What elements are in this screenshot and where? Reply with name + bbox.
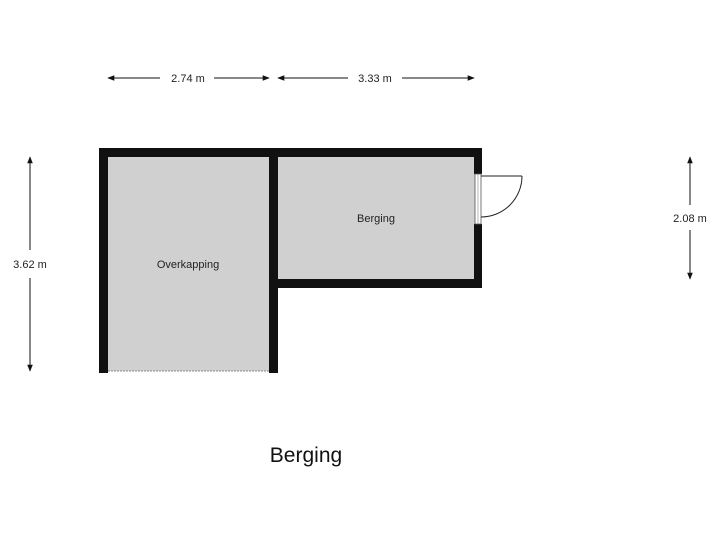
overkapping-floor — [103, 152, 274, 371]
dimension-top-right: 3.33 m — [277, 73, 475, 85]
dimension-right: 2.08 m — [673, 156, 707, 280]
dimension-left: 3.62 m — [13, 156, 47, 372]
room-label-overkapping: Overkapping — [157, 259, 219, 271]
room-label-berging: Berging — [357, 213, 395, 225]
plan-caption: Berging — [269, 444, 343, 467]
dimension-label-right: 2.08 m — [673, 213, 707, 225]
walls — [99, 148, 482, 373]
dimension-label-top-left: 2.74 m — [171, 73, 205, 85]
berging-floor — [274, 152, 478, 283]
dimension-label-top-right: 3.33 m — [358, 73, 392, 85]
door — [474, 173, 523, 225]
dimension-top-left: 2.74 m — [107, 73, 270, 85]
dimension-label-left: 3.62 m — [13, 259, 47, 271]
